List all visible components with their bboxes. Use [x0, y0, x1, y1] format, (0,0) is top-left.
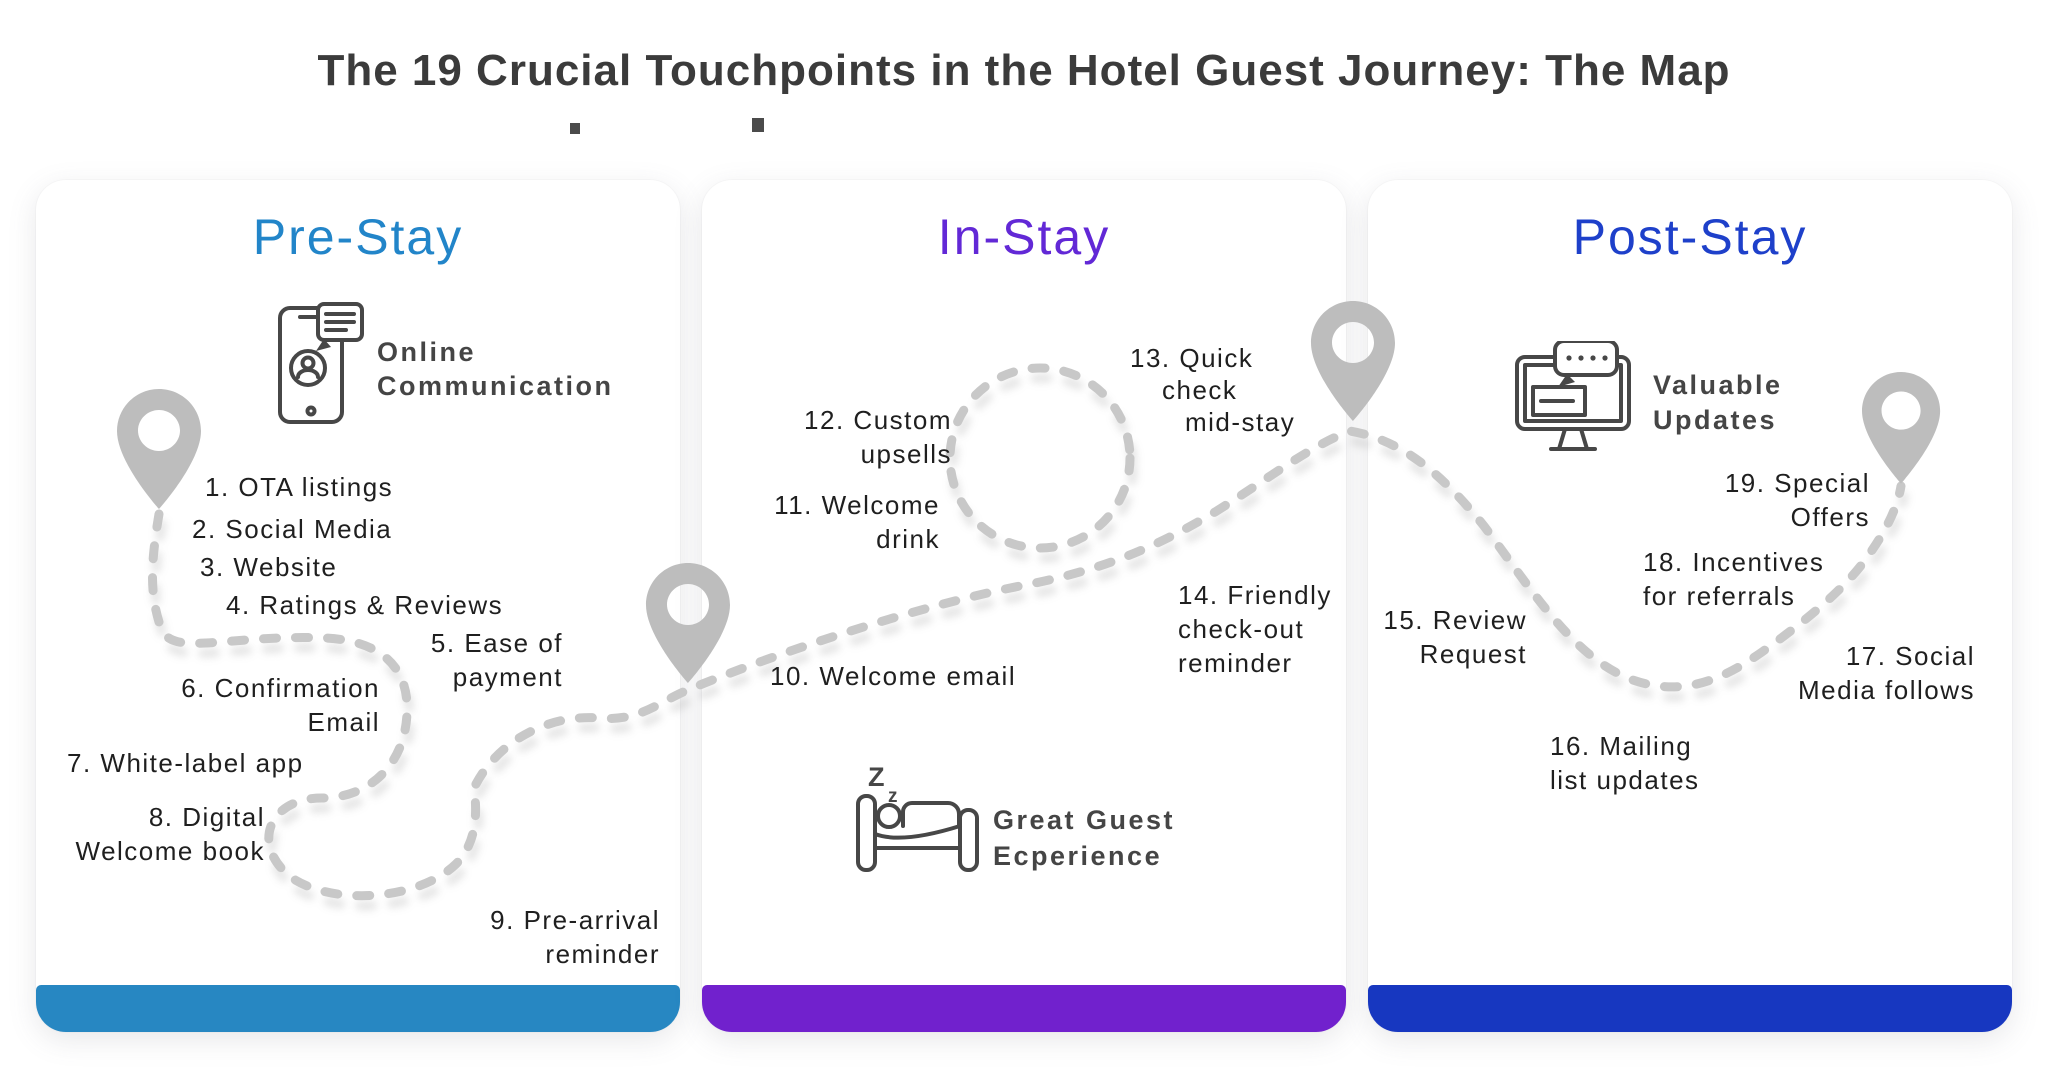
touchpoint-15: 15. Review Request	[1383, 603, 1527, 671]
touchpoint-line: 19. Special	[1724, 468, 1870, 498]
touchpoint-10: 10. Welcome email	[770, 659, 1016, 693]
touchpoint-13: 13. Quick check mid-stay	[1130, 342, 1295, 438]
touchpoint-line: 6. Confirmation	[181, 673, 380, 703]
touchpoint-line: Welcome book	[75, 836, 265, 866]
touchpoint-line: 9. Pre-arrival	[490, 905, 660, 935]
touchpoint-line: 12. Custom	[804, 405, 952, 435]
touchpoint-line: 14. Friendly	[1178, 580, 1332, 610]
touchpoint-12: 12. Custom upsells	[804, 403, 952, 471]
touchpoint-2: 2. Social Media	[192, 512, 392, 546]
touchpoint-19: 19. Special Offers	[1725, 466, 1870, 534]
caption-line: Valuable	[1653, 370, 1783, 400]
valuable-updates-caption: Valuable Updates	[1653, 368, 1783, 438]
touchpoint-line: mid-stay	[1185, 407, 1296, 437]
touchpoint-line: payment	[452, 662, 563, 692]
touchpoint-line: 1. OTA listings	[205, 472, 394, 502]
touchpoint-line: Offers	[1790, 502, 1870, 532]
touchpoint-line: 11. Welcome	[774, 490, 940, 520]
pre-stay-title: Pre-Stay	[252, 209, 464, 265]
touchpoint-9: 9. Pre-arrival reminder	[490, 903, 660, 971]
touchpoint-8: 8. Digital Welcome book	[76, 800, 266, 868]
in-stay-title: In-Stay	[937, 209, 1111, 265]
pre-stay-footer-bar	[36, 985, 680, 1032]
great-guest-experience-caption: Great Guest Ecperience	[993, 802, 1175, 874]
decorative-notch	[570, 123, 580, 134]
touchpoint-line: 3. Website	[200, 552, 338, 582]
touchpoint-line: 4. Ratings & Reviews	[226, 590, 504, 620]
caption-line: Ecperience	[993, 841, 1163, 871]
online-communication-caption: Online Communication	[377, 335, 614, 403]
touchpoint-line: reminder	[545, 939, 660, 969]
touchpoint-1: 1. OTA listings	[205, 470, 393, 504]
touchpoint-line: 5. Ease of	[430, 628, 563, 658]
in-stay-footer-bar	[702, 985, 1346, 1032]
touchpoint-17: 17. Social Media follows	[1798, 639, 1975, 707]
post-stay-footer-bar	[1368, 985, 2012, 1032]
touchpoint-18: 18. Incentives for referrals	[1643, 545, 1824, 613]
touchpoint-line: for referrals	[1643, 581, 1796, 611]
touchpoint-6: 6. Confirmation Email	[181, 671, 380, 739]
touchpoint-line: Request	[1419, 639, 1527, 669]
post-stay-title: Post-Stay	[1572, 209, 1808, 265]
touchpoint-line: check	[1162, 375, 1238, 405]
touchpoint-11: 11. Welcome drink	[774, 488, 940, 556]
touchpoint-14: 14. Friendly check-out reminder	[1178, 578, 1332, 680]
touchpoint-line: 18. Incentives	[1643, 547, 1825, 577]
caption-line: Communication	[377, 371, 614, 401]
touchpoint-line: Email	[307, 707, 380, 737]
caption-line: Updates	[1653, 405, 1778, 435]
decorative-notch	[752, 118, 764, 132]
touchpoint-line: 8. Digital	[148, 802, 265, 832]
touchpoint-line: 7. White-label app	[67, 748, 304, 778]
touchpoint-line: check-out	[1178, 614, 1305, 644]
page-title: The 19 Crucial Touchpoints in the Hotel …	[317, 46, 1731, 95]
touchpoint-line: 10. Welcome email	[770, 661, 1017, 691]
touchpoint-line: 17. Social	[1845, 641, 1975, 671]
touchpoint-line: 16. Mailing	[1550, 731, 1693, 761]
caption-line: Online	[377, 337, 477, 367]
caption-line: Great Guest	[993, 805, 1176, 835]
touchpoint-line: reminder	[1178, 648, 1293, 678]
touchpoint-3: 3. Website	[200, 550, 337, 584]
touchpoint-line: 13. Quick	[1130, 343, 1254, 373]
touchpoint-4: 4. Ratings & Reviews	[226, 588, 503, 622]
touchpoint-line: drink	[876, 524, 940, 554]
touchpoint-5: 5. Ease of payment	[431, 626, 563, 694]
touchpoint-line: 2. Social Media	[192, 514, 393, 544]
touchpoint-line: upsells	[860, 439, 952, 469]
touchpoint-line: 15. Review	[1383, 605, 1527, 635]
touchpoint-line: list updates	[1550, 765, 1700, 795]
touchpoint-7: 7. White-label app	[67, 746, 304, 780]
touchpoint-16: 16. Mailing list updates	[1550, 729, 1700, 797]
touchpoint-line: Media follows	[1797, 675, 1975, 705]
